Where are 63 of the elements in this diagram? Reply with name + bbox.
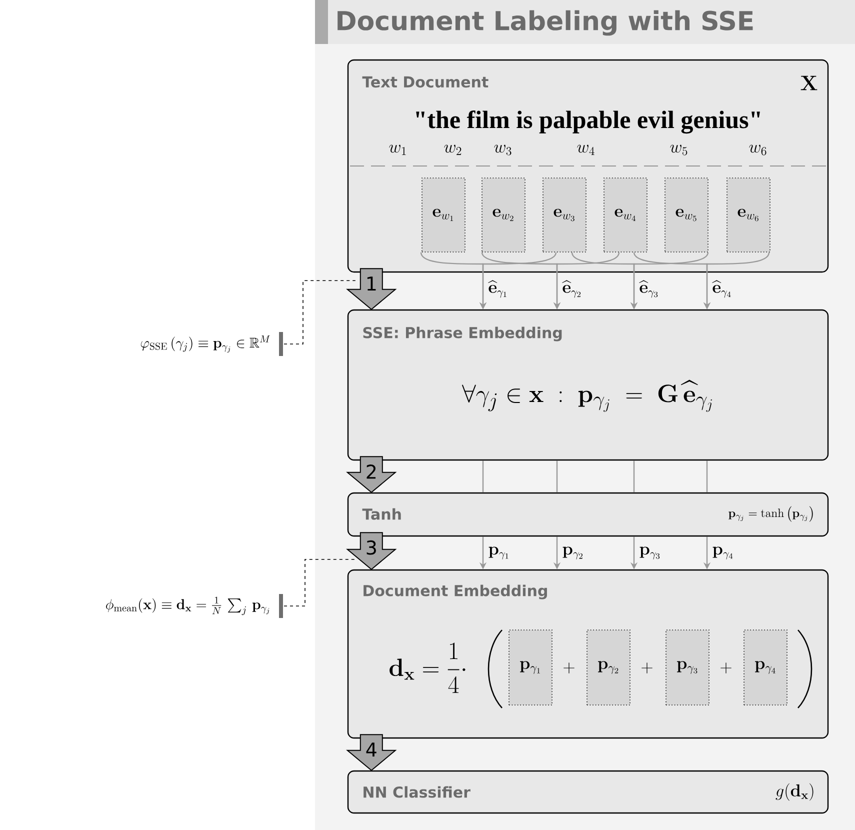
plus-sign: $+$	[564, 662, 574, 674]
formula: $\mathbf{e}_{w_2}$	[492, 208, 514, 222]
word-index: $w_6$	[749, 144, 766, 156]
process-box	[347, 770, 829, 814]
connector-line	[633, 460, 635, 492]
box-title: SSE: Phrase Embedding	[363, 326, 562, 342]
quoted-sentence: "the film is palpable evil genius"	[416, 110, 760, 134]
box-title: Text Document	[362, 76, 488, 88]
word-index: $w_2$	[444, 144, 462, 156]
title-band	[328, 0, 855, 44]
formula: $\mathbf{e}_{w_4}$	[614, 208, 636, 222]
connector-line	[482, 460, 484, 492]
plus-sign: $+$	[720, 662, 732, 674]
vector-box	[542, 178, 586, 252]
plus-sign: $+$	[642, 662, 652, 674]
connector-line	[556, 460, 558, 492]
formula: $\mathbf{e}_{w_6}$	[738, 208, 758, 222]
panel-title: Document Labeling with SSE	[338, 10, 753, 36]
box-title: NN Classifier	[364, 786, 470, 798]
edge-label: $\mathbf{p}_{\gamma_1}$	[487, 546, 511, 560]
formula: $\mathbf{e}_{w_3}$	[554, 208, 574, 222]
edge-label: $\mathbf{p}_{\gamma_2}$	[561, 546, 585, 560]
formula: $\varphi_{\mathrm{SSE}}\left(\gamma_j\right) \equiv \mathbf{p}_{\gamma_j} \in \mathbb{R}^M$	[140, 335, 270, 353]
step-number: 4	[365, 742, 378, 757]
edge-label: $\widehat{\mathbf{e}}_{\gamma_3}$	[638, 279, 660, 299]
formula: $\forall\gamma_j \in \mathbf{x} \;:\; \mathbf{p}_{\gamma_j} \;=\; \mathbf{G}\,\widehat{\mathbf{e}}_{\gamma_j}$	[462, 380, 712, 412]
vector-box	[482, 178, 526, 252]
formula: $\mathbf{p}_{\gamma_2}$	[598, 661, 618, 674]
step-number: 1	[365, 276, 378, 291]
process-box	[347, 492, 829, 537]
box-title: Tanh	[362, 508, 401, 520]
edge-label: $\widehat{\mathbf{e}}_{\gamma_4}$	[711, 279, 733, 299]
edge-label: $\mathbf{p}_{\gamma_4}$	[711, 546, 735, 560]
box-title: Document Embedding	[364, 584, 547, 600]
formula: $\mathbf{p}_{\gamma_j} = \tanh\left(\mathbf{p}_{\gamma_j}\right)$	[728, 506, 813, 522]
edge-label: $\widehat{\mathbf{e}}_{\gamma_2}$	[561, 279, 583, 299]
word-index: $w_4$	[577, 144, 594, 156]
vector-box	[604, 178, 648, 252]
vector-box	[744, 630, 788, 706]
formula: $\mathbf{p}_{\gamma_1}$	[520, 661, 540, 674]
vector-box	[422, 178, 466, 252]
leader-line	[284, 559, 356, 606]
formula: $\mathbf{X}$	[800, 76, 818, 90]
formula: $\mathbf{e}_{w_5}$	[676, 208, 696, 222]
formula: $\mathbf{p}_{\gamma_4}$	[755, 661, 776, 674]
connector-line	[706, 460, 708, 492]
word-index: $w_3$	[494, 144, 512, 156]
vector-box	[664, 178, 708, 252]
vector-box	[726, 178, 770, 252]
formula: $\mathbf{e}_{w_1}$	[432, 208, 454, 222]
vector-box	[586, 630, 630, 706]
edge-label: $\widehat{\mathbf{e}}_{\gamma_1}$	[487, 279, 509, 299]
formula: $\phi_{\mathrm{mean}}(\mathbf{x}) \equiv \mathbf{d}_{\mathbf{x}} = \tfrac{1}{N}\,\sum_j\,\mathbf{p}_{\gamma_j}$	[106, 596, 270, 616]
process-box	[347, 309, 829, 461]
formula: $\mathbf{d}_{\mathbf{x}} = \frac{1}{4}\cdot$	[390, 642, 466, 693]
word-index: $w_1$	[389, 144, 406, 156]
vector-box	[508, 630, 552, 706]
formula: $\mathbf{p}_{\gamma_3}$	[677, 661, 698, 674]
formula: $g(\mathbf{d}_{\mathbf{x}})$	[776, 783, 814, 801]
word-index: $w_5$	[670, 144, 688, 156]
vector-box	[666, 630, 710, 706]
step-number: 2	[365, 464, 378, 479]
edge-label: $\mathbf{p}_{\gamma_3}$	[638, 546, 662, 560]
